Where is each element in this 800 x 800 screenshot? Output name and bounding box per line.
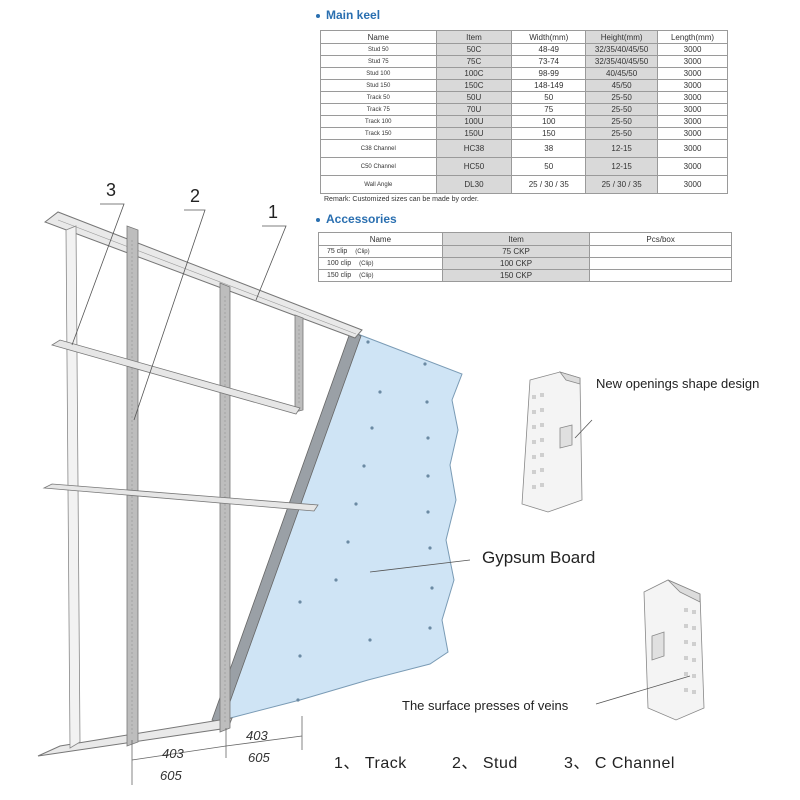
table-cell: HC50 (435, 157, 513, 176)
legend-c-channel: 3、 C Channel (564, 755, 675, 772)
remark-text: Remark: Customized sizes can be made by … (324, 196, 479, 203)
table-cell: Wall Angle (320, 175, 437, 194)
stud-texture (131, 240, 300, 736)
openings-stud-detail (521, 371, 583, 513)
dimension-lines (131, 716, 303, 785)
gypsum-board-label: Gypsum Board (482, 548, 596, 567)
dimension-605-left: 605 (160, 768, 182, 783)
table-cell: 40/45/50 (585, 67, 659, 80)
accessory-name: 100 clip (327, 260, 352, 267)
accessory-type: (Clip) (359, 261, 374, 267)
table-cell: DL30 (435, 175, 513, 194)
table-header-row: Name Item Pcs/box (318, 232, 732, 246)
c-channels (42, 339, 319, 512)
screw-dots (226, 340, 434, 718)
veins-label: The surface presses of veins (402, 698, 569, 713)
legend-stud: 2、 Stud (452, 755, 518, 772)
table-cell: 150 CKP (441, 269, 591, 282)
dimension-403-left: 403 (162, 746, 184, 761)
table-cell: 70U (435, 103, 513, 116)
table-cell: 12-15 (585, 157, 659, 176)
accessory-name: 150 clip (327, 272, 352, 279)
main-keel-title-text: Main keel (326, 8, 381, 22)
table-cell: 100 CKP (441, 257, 591, 270)
dimension-403-right: 403 (246, 728, 268, 743)
col-header: Item (435, 30, 513, 44)
accessory-type: (Clip) (355, 249, 370, 255)
veins-stud-detail (643, 579, 705, 721)
callout-1: 1 (268, 202, 279, 222)
table-cell: 50C (435, 43, 513, 56)
top-track (43, 211, 363, 339)
table-cell: 25-50 (585, 103, 659, 116)
table-cell: 150 clip (Clip) (318, 269, 443, 282)
callout-3: 3 (106, 180, 117, 200)
table-row: 150 clip (Clip) 150 CKP (318, 269, 732, 282)
veins-pointer (595, 675, 691, 705)
accessory-type: (Clip) (359, 273, 374, 279)
callout-2: 2 (190, 186, 201, 206)
gypsum-board (214, 332, 463, 723)
callout-lines (71, 203, 287, 421)
openings-pointer (574, 419, 593, 439)
col-header: Item (441, 232, 591, 246)
table-cell: 50U (435, 91, 513, 104)
table-cell: 3000 (657, 175, 728, 194)
bullet-icon (316, 13, 320, 18)
table-cell: 25-50 (585, 91, 659, 104)
table-cell: 32/35/40/45/50 (585, 43, 659, 56)
table-cell: 25 / 30 / 35 (585, 175, 659, 194)
table-cell (589, 269, 732, 282)
accessories-title: Accessories (316, 212, 397, 226)
main-keel-table: Name Item Width(mm) Height(mm) Length(mm… (320, 30, 728, 194)
gypsum-pointer (369, 559, 471, 573)
accessories-title-text: Accessories (326, 212, 397, 226)
dimension-605-right: 605 (248, 750, 270, 765)
main-keel-title: Main keel (316, 8, 380, 22)
accessory-name: 75 clip (327, 248, 348, 255)
table-cell: 150U (435, 127, 513, 140)
table-row: 75 clip(Clip)75 CKP (318, 245, 732, 258)
legend-track: 1、 Track (334, 755, 407, 772)
table-cell: 25-50 (585, 115, 659, 128)
table-cell: 100C (435, 67, 513, 80)
studs (126, 225, 304, 747)
bullet-icon (316, 217, 320, 222)
table-cell: 25 / 30 / 35 (511, 175, 587, 194)
openings-label: New openings shape design (596, 376, 760, 391)
